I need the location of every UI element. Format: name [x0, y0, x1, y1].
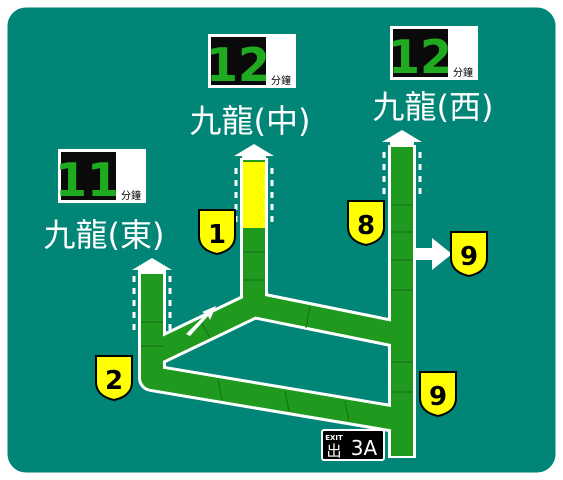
route-number-central: 1 [208, 220, 226, 250]
destination-label-east: 九龍(東) [44, 216, 165, 254]
timer-panel-central: 12 分鐘 [206, 34, 296, 92]
route-badge-main-right: 9 [419, 371, 457, 418]
timer-minutes-east: 11 [55, 153, 119, 207]
road-network [132, 145, 452, 458]
route-number-east: 2 [105, 366, 123, 396]
exit-chinese: 出 [326, 442, 341, 460]
congestion-segment [243, 162, 265, 228]
up-arrow-central [234, 144, 274, 160]
up-arrow-west [382, 130, 422, 146]
merge-arrow [186, 306, 216, 336]
timer-panel-west: 12 分鐘 [388, 26, 478, 84]
destination-label-west: 九龍(西) [373, 88, 494, 126]
timer-panel-east: 11 分鐘 [55, 149, 146, 207]
exit-number-panel: EXIT 出 3A [321, 429, 385, 461]
timer-unit-central: 分鐘 [271, 74, 291, 87]
destination-label-central: 九龍(中) [190, 102, 311, 140]
timer-minutes-central: 12 [206, 38, 270, 92]
route-badge-branch-right: 9 [450, 231, 488, 278]
route-badge-east: 2 [95, 355, 133, 402]
timer-unit-east: 分鐘 [121, 189, 141, 202]
route-number-branch-right: 9 [460, 242, 478, 272]
route-number-west: 8 [357, 211, 375, 241]
timer-minutes-west: 12 [388, 30, 452, 84]
timer-unit-west: 分鐘 [453, 66, 473, 79]
exit-number: 3A [351, 436, 378, 460]
route-badge-central: 1 [198, 209, 236, 256]
route-badge-west: 8 [347, 200, 385, 247]
up-arrow-east [132, 258, 172, 274]
branch-arrow [413, 238, 452, 270]
exit-word: EXIT [325, 434, 343, 442]
route-number-main-right: 9 [429, 382, 447, 412]
